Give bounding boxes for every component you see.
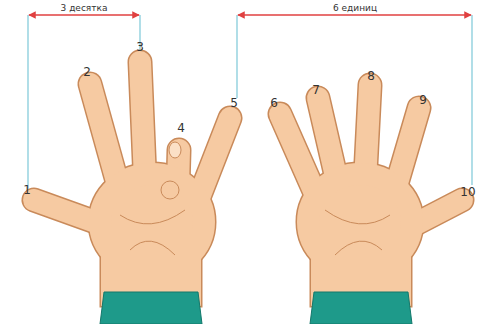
callout-number: 1 bbox=[23, 184, 31, 196]
right-hand bbox=[280, 85, 462, 324]
span-label: 3 десятка bbox=[59, 4, 110, 13]
callout-number: 8 bbox=[367, 70, 375, 82]
span-label: 6 единиц bbox=[331, 4, 379, 13]
span-bracket bbox=[29, 14, 139, 16]
guide-line bbox=[236, 15, 237, 98]
callout-number: 9 bbox=[419, 94, 427, 106]
callout-number: 6 bbox=[270, 97, 278, 109]
span-bracket bbox=[238, 14, 471, 16]
callout-number: 3 bbox=[136, 41, 144, 53]
callout-number: 2 bbox=[83, 66, 91, 78]
callout-number: 5 bbox=[230, 97, 238, 109]
guide-line bbox=[471, 15, 472, 185]
guide-line bbox=[27, 15, 28, 190]
left-hand bbox=[34, 62, 230, 324]
callout-number: 4 bbox=[177, 122, 185, 134]
callout-number: 7 bbox=[312, 84, 320, 96]
callout-number: 10 bbox=[460, 186, 475, 198]
